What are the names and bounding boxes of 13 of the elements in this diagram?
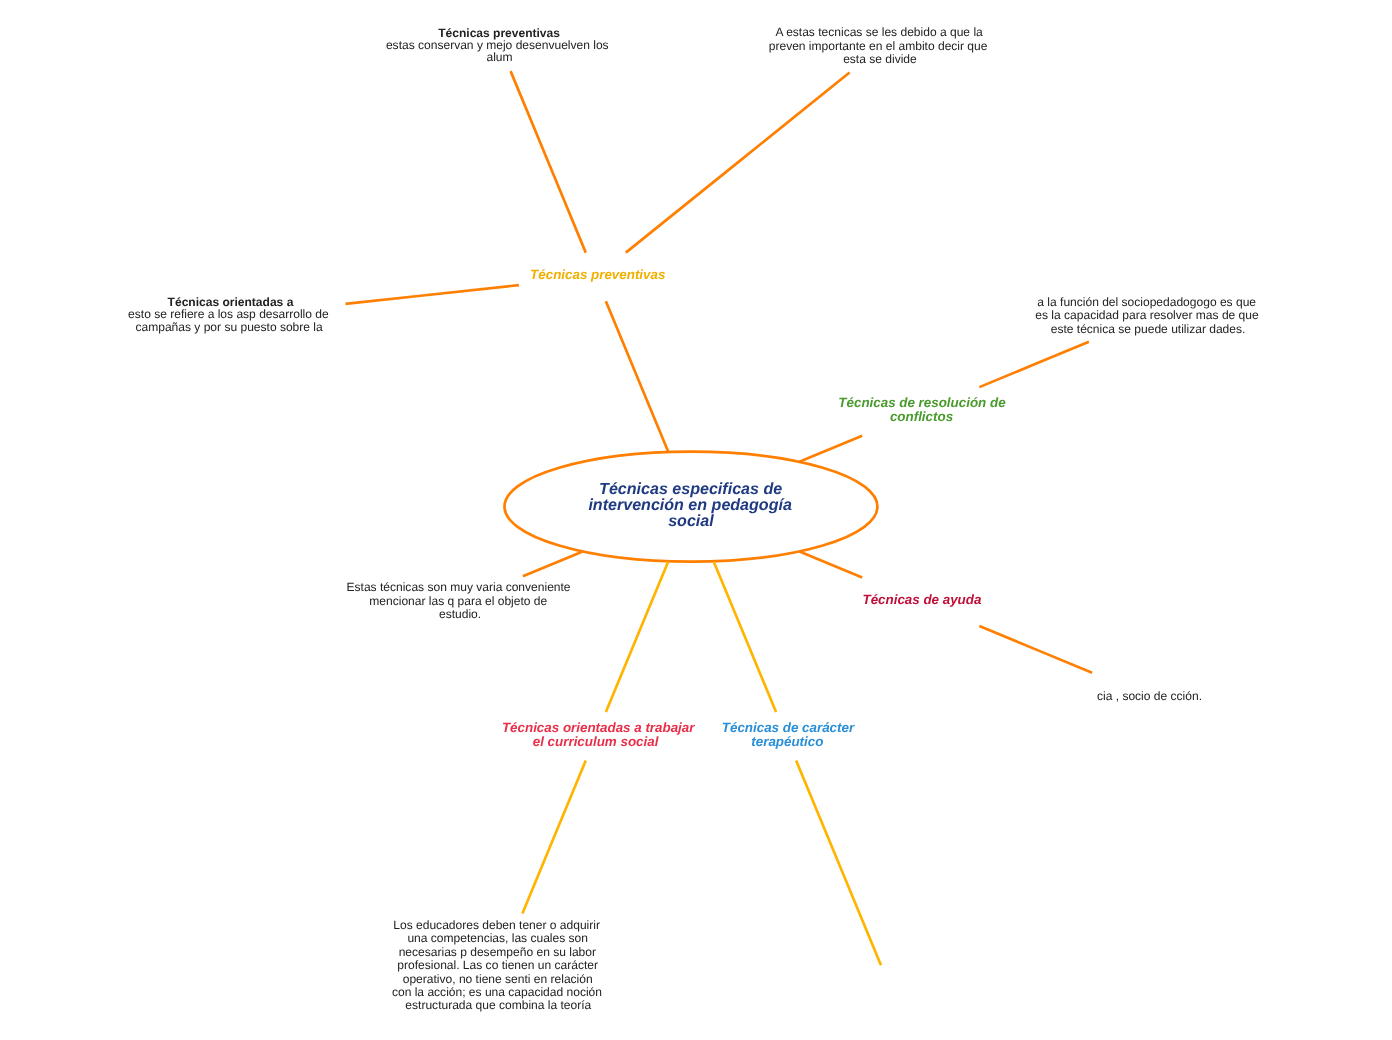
connector bbox=[508, 70, 586, 254]
connector bbox=[793, 760, 882, 966]
connector bbox=[797, 550, 862, 579]
connector bbox=[603, 561, 669, 713]
connector bbox=[603, 300, 669, 453]
connector bbox=[797, 434, 862, 463]
connector bbox=[977, 340, 1089, 389]
connector bbox=[344, 283, 519, 306]
connector bbox=[520, 760, 586, 915]
connector bbox=[977, 624, 1092, 674]
connector bbox=[711, 561, 777, 713]
connector bbox=[521, 550, 582, 578]
connector bbox=[623, 71, 850, 254]
